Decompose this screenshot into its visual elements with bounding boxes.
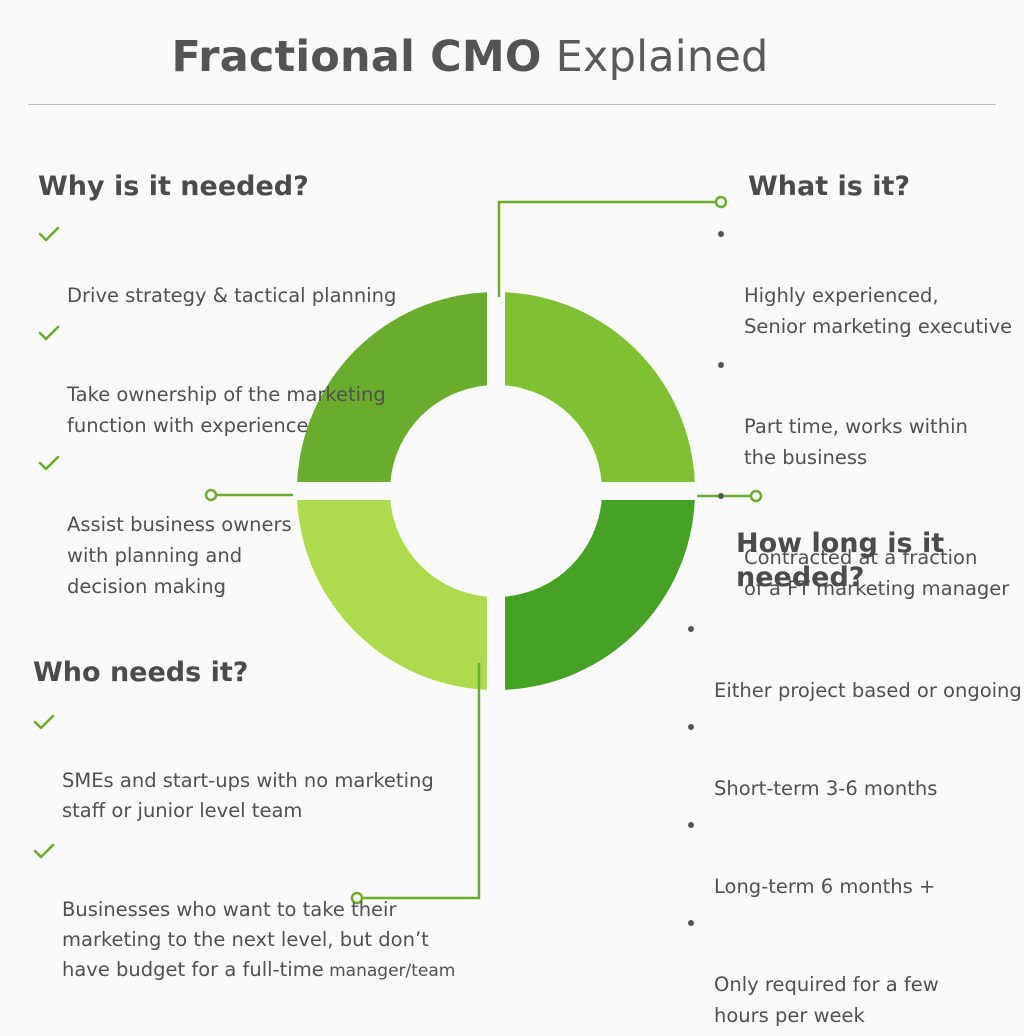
quadrant-bottom-left bbox=[297, 500, 487, 690]
quadrant-top-left bbox=[297, 292, 487, 482]
connector-what-node-icon bbox=[714, 195, 728, 209]
list-item: Short-term 3-6 months bbox=[686, 711, 1024, 804]
bullet-dot-icon bbox=[718, 493, 724, 499]
connector-who-line bbox=[362, 663, 481, 900]
connector-who-node-icon bbox=[350, 891, 364, 905]
list-item: Contracted at a fraction of a FT marketi… bbox=[716, 480, 1016, 604]
why-item-text: Assist business owners with planning and… bbox=[67, 513, 292, 598]
title-divider bbox=[28, 104, 996, 105]
what-heading: What is it? bbox=[748, 171, 911, 202]
how-long-item-text: Either project based or ongoing bbox=[714, 679, 1022, 702]
what-item-text: Highly experienced, Senior marketing exe… bbox=[744, 284, 1013, 338]
connector-why-node-icon bbox=[204, 488, 218, 502]
list-item: Businesses who want to take their market… bbox=[33, 835, 473, 986]
who-item-text: Businesses who want to take their market… bbox=[62, 898, 429, 981]
connector-what-line bbox=[497, 200, 716, 297]
bullet-dot-icon bbox=[688, 920, 694, 926]
list-item: Assist business owners with planning and… bbox=[38, 447, 438, 602]
list-item: Drive strategy & tactical planning bbox=[38, 218, 438, 311]
bullet-dot-icon bbox=[688, 626, 694, 632]
check-icon bbox=[38, 226, 60, 242]
list-item: Only required for a few hours per week bbox=[686, 907, 1024, 1031]
bullet-dot-icon bbox=[688, 822, 694, 828]
title-bold: Fractional CMO bbox=[171, 32, 542, 82]
connector-how-long-node-icon bbox=[749, 489, 763, 503]
check-icon bbox=[38, 455, 60, 471]
why-item-text: Drive strategy & tactical planning bbox=[67, 284, 397, 307]
what-item-text: Part time, works within the business bbox=[744, 415, 968, 469]
list-item: Take ownership of the marketing function… bbox=[38, 317, 438, 441]
who-item-suffix: manager/team bbox=[323, 961, 456, 981]
check-icon bbox=[33, 714, 55, 730]
quadrant-top-right bbox=[505, 292, 695, 482]
why-item-text: Take ownership of the marketing function… bbox=[67, 383, 386, 437]
title-light: Explained bbox=[555, 32, 769, 82]
what-item-text: Contracted at a fraction of a FT marketi… bbox=[744, 546, 1010, 600]
why-list: Drive strategy & tactical planning Take … bbox=[38, 218, 438, 602]
list-item: Part time, works within the business bbox=[716, 349, 1016, 473]
section-what: What is it? Highly experienced, Senior m… bbox=[716, 170, 1016, 611]
donut-ring bbox=[297, 292, 695, 690]
list-item: SMEs and start-ups with no marketing sta… bbox=[33, 706, 473, 826]
how-long-heading-line1: How long is it bbox=[736, 528, 945, 559]
who-item-text: SMEs and start-ups with no marketing sta… bbox=[62, 769, 434, 822]
bullet-dot-icon bbox=[718, 231, 724, 237]
check-icon bbox=[38, 325, 60, 341]
section-who: Who needs it? SMEs and start-ups with no… bbox=[33, 656, 473, 995]
bullet-dot-icon bbox=[718, 362, 724, 368]
how-long-item-text: Short-term 3-6 months bbox=[714, 777, 938, 800]
check-icon bbox=[33, 843, 55, 859]
how-long-list: Either project based or ongoing Short-te… bbox=[686, 613, 1024, 1031]
how-long-heading-line2: needed? bbox=[736, 562, 865, 593]
bullet-dot-icon bbox=[688, 724, 694, 730]
page-title: Fractional CMO Explained bbox=[0, 32, 940, 82]
section-why: Why is it needed? Drive strategy & tacti… bbox=[38, 170, 438, 608]
section-how-long: How long is it needed? Either project ba… bbox=[686, 527, 1024, 1036]
how-long-item-text: Long-term 6 months + bbox=[714, 875, 936, 898]
why-heading: Why is it needed? bbox=[38, 171, 309, 202]
who-heading: Who needs it? bbox=[33, 657, 249, 688]
how-long-item-text: Only required for a few hours per week bbox=[714, 973, 939, 1027]
who-list: SMEs and start-ups with no marketing sta… bbox=[33, 706, 473, 986]
quadrant-bottom-right bbox=[505, 500, 695, 690]
what-list: Highly experienced, Senior marketing exe… bbox=[716, 218, 1016, 604]
how-long-heading: How long is it needed? bbox=[736, 527, 1024, 595]
list-item: Either project based or ongoing bbox=[686, 613, 1024, 706]
list-item: Long-term 6 months + bbox=[686, 809, 1024, 902]
connectors bbox=[204, 195, 763, 905]
list-item: Highly experienced, Senior marketing exe… bbox=[716, 218, 1016, 342]
